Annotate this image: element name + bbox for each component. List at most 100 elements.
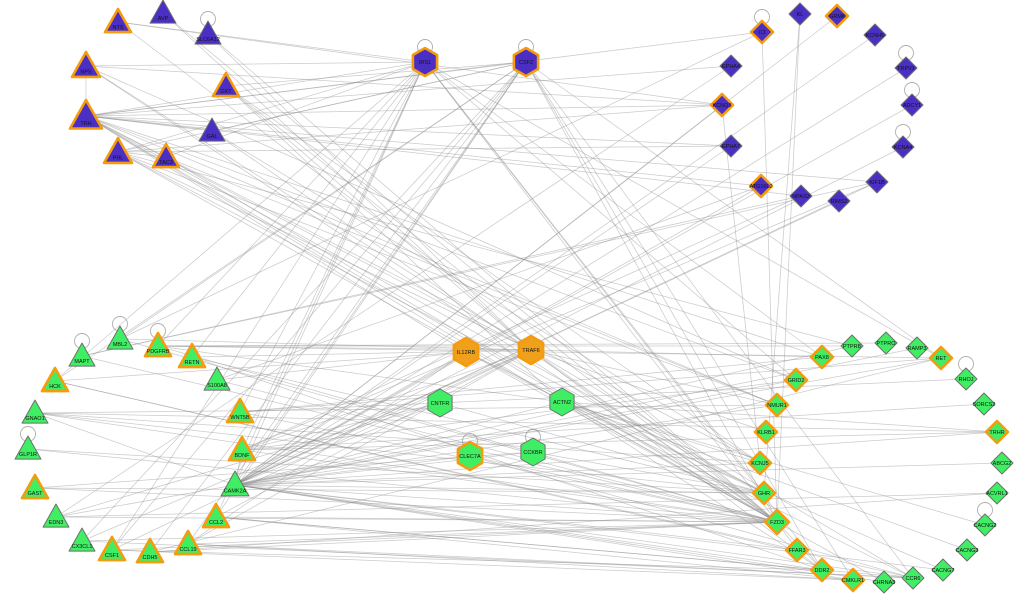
edge-OXT-CSF2 [225,61,527,87]
node-RETN[interactable]: RETN [177,342,207,369]
edge-CDH5-ACVRL1 [149,492,998,553]
node-NTS[interactable]: NTS [103,7,133,34]
edge-CSF1-CMKLR1 [111,549,854,581]
edge-CSF2-CX3CL1 [81,61,527,542]
node-ATG16L2[interactable]: ATG16L2 [748,173,774,199]
node-PTPRB[interactable]: PTPRB [840,334,864,358]
node-KCNJ5[interactable]: KCNJ5 [747,450,773,476]
node-EPHA4[interactable]: EPHA4 [719,54,743,78]
edge-OXT-KCNJ5 [225,85,761,464]
edge-IL12RB-S100A8 [216,351,467,381]
diamond-shape-icon [751,480,777,506]
hexagon-shape-icon [549,387,575,417]
node-FFAR3[interactable]: FFAR3 [784,537,810,563]
node-GAST[interactable]: GAST [20,473,50,500]
triangle-shape-icon [70,50,102,79]
node-TRAF6[interactable]: TRAF6 [517,334,545,366]
edge-CAMK2A-KIF1B [234,181,878,486]
edge-CAMK2A-ATG16L2 [234,185,762,486]
node-KCNQ3[interactable]: KCNQ3 [709,92,735,118]
edge-TRH-EPHA7 [85,115,732,147]
edge-CLEC7A-CAMK2A [234,455,471,486]
node-NPS[interactable]: NPS [70,50,102,79]
node-CACNG7[interactable]: CACNG7 [931,558,955,582]
node-MAPT[interactable]: MAPT [68,342,96,367]
node-KIF1B[interactable]: KIF1B [865,170,889,194]
edge-CCKBR-GAST [34,451,534,489]
edge-IRS1-CAMK2A [234,61,426,486]
node-RET[interactable]: RET [928,345,954,371]
node-CCL19[interactable]: CCL19 [173,529,203,556]
node-CACNG3[interactable]: CACNG3 [955,538,979,562]
diamond-shape-icon [719,134,743,158]
node-EPHA7[interactable]: EPHA7 [719,134,743,158]
edge-NPS-FZD3 [85,65,778,523]
node-GHR[interactable]: GHR [751,480,777,506]
node-ABCG2[interactable]: ABCG2 [990,451,1014,475]
edge-CSF2-CCL19 [187,61,527,545]
node-ACVRL1[interactable]: ACVRL1 [985,481,1009,505]
node-CNTFR[interactable]: CNTFR [427,388,453,418]
node-HCK[interactable]: HCK [40,366,70,393]
node-CSF2[interactable]: CSF2 [512,46,540,78]
node-RAMP3[interactable]: RAMP3 [905,336,929,360]
node-PAX8[interactable]: PAX8 [809,344,835,370]
node-CACNG2[interactable]: CACNG2 [973,513,997,537]
node-GLP1R[interactable]: GLP1R [14,435,42,460]
triangle-shape-icon [143,331,173,358]
node-CCL2[interactable]: CCL2 [201,502,231,529]
edge-EDN3-ACVRL1 [55,492,998,518]
node-AVP[interactable]: AVP [149,0,177,24]
node-CHRNA3[interactable]: CHRNA3 [872,570,896,594]
node-IL12RB[interactable]: IL12RB [452,336,480,368]
node-SORCS2[interactable]: SORCS2 [972,392,996,416]
node-TRPV1[interactable]: TRPV1 [894,56,918,80]
node-IRS1[interactable]: IRS1 [411,46,439,78]
node-C3[interactable]: C3 [749,19,775,45]
node-KCNH5[interactable]: KCNH5 [863,23,887,47]
edge-TRH-CSF2 [85,61,527,117]
node-CCR6[interactable]: CCR6 [901,566,925,590]
edge-TRH-KCNQ3 [85,104,723,117]
triangle-shape-icon [68,98,104,130]
node-GNAO1[interactable]: GNAO1 [21,399,49,424]
node-MBL2[interactable]: MBL2 [106,325,134,350]
node-OXT[interactable]: OXT [211,71,241,98]
node-ACTN2[interactable]: ACTN2 [549,387,575,417]
hexagon-shape-icon [517,334,545,366]
edge-ACTN2-CACNG7 [561,401,944,571]
triangle-shape-icon [135,537,165,564]
edge-CAMK2A-TRPV1 [234,67,907,486]
diamond-shape-icon [788,2,812,26]
edge-SLC6A12-FZD3 [207,33,778,523]
edge-TAC3-NMUR1 [165,156,778,406]
edge-OXT-FZD3 [225,85,778,523]
node-GRM8[interactable]: GRM8 [824,3,850,29]
diamond-shape-icon [719,54,743,78]
edge-TRAF6-BDNF [241,349,532,451]
node-NMUR1[interactable]: NMUR1 [764,392,790,418]
edge-ACTN2-TRHR [561,401,998,433]
node-RIMS2[interactable]: RIMS2 [827,189,851,213]
node-KCNA4[interactable]: KCNA4 [891,135,915,159]
node-KL[interactable]: KL [788,2,812,26]
hexagon-shape-icon [427,388,453,418]
edge-EDN3-EPHA4 [55,65,732,518]
edge-CSF2-DDR2 [525,61,823,571]
diamond-shape-icon [809,557,835,583]
node-ADCY1[interactable]: ADCY1 [900,93,924,117]
node-GRID2[interactable]: GRID2 [783,367,809,393]
node-RHOJ[interactable]: RHOJ [954,367,978,391]
node-NPAS3[interactable]: NPAS3 [789,184,813,208]
edge-GNAO1-GHR [34,412,765,494]
edge-TRH-GAL [85,115,213,132]
edge-TAC3-FZD3 [165,156,778,523]
edge-CSF1-DDR2 [111,549,823,571]
node-TRHR[interactable]: TRHR [984,419,1010,445]
node-PTPRO[interactable]: PTPRO [874,331,898,355]
edge-PRL-CSF2 [117,61,527,153]
node-CLEC7A[interactable]: CLEC7A [456,440,484,472]
hexagon-shape-icon [512,46,540,78]
